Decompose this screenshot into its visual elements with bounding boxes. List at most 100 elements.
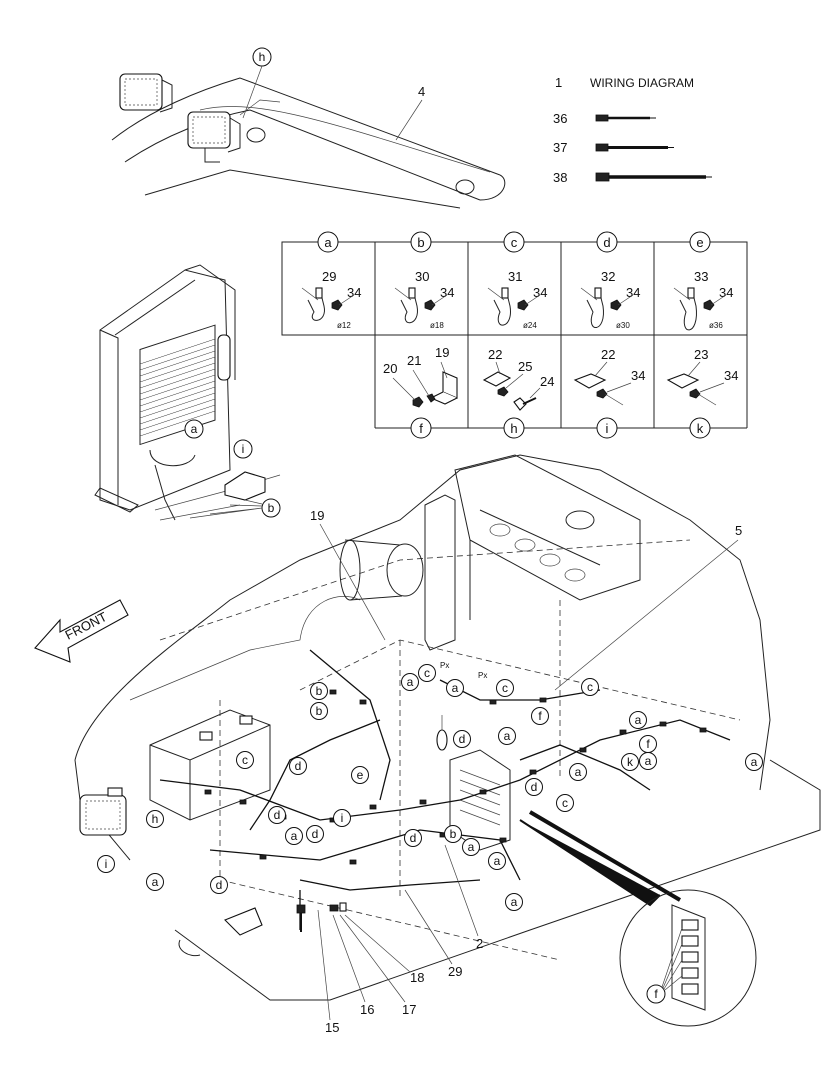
fuse-detail-view: f: [519, 810, 757, 1027]
callout-d1: d: [453, 730, 471, 748]
svg-text:b: b: [316, 704, 323, 718]
callout-b3: b: [444, 825, 462, 843]
washer-icon: [497, 386, 509, 397]
cell-letter: k: [697, 421, 704, 436]
nut-part-no: 34: [719, 285, 733, 300]
part-no: 23: [694, 347, 708, 362]
bracket-cell-f: f 20 21 19: [383, 345, 458, 439]
svg-text:a: a: [407, 675, 414, 689]
ground-bolt-icon: [296, 902, 347, 932]
label-px-2: Px: [478, 671, 487, 680]
cell-letter: f: [419, 421, 423, 436]
callout-c2: c: [496, 679, 514, 697]
nut-part-no: 34: [347, 285, 361, 300]
pressure-sensor-icon: [436, 715, 448, 751]
part-no: 34: [724, 368, 738, 383]
svg-text:e: e: [357, 768, 364, 782]
front-arrow: FRONT: [34, 599, 129, 663]
svg-text:a: a: [494, 854, 501, 868]
callout-c1: c: [418, 664, 436, 682]
clamp-part-no: 33: [694, 269, 708, 284]
callout-i2: i: [97, 855, 115, 873]
legend-no-37: 37: [553, 140, 567, 155]
tank-cylinder: [339, 539, 424, 601]
callout-16: 16: [360, 1002, 374, 1017]
svg-text:a: a: [635, 713, 642, 727]
clamp-size: ø24: [523, 321, 537, 330]
svg-text:c: c: [424, 666, 430, 680]
p-clamp-icon: [400, 289, 418, 324]
clamp-part-no: 31: [508, 269, 522, 284]
fuse-relay-stack: [671, 904, 706, 1011]
callout-4: 4: [418, 84, 425, 99]
callout-k1: k: [621, 753, 639, 771]
clamp-size: ø30: [616, 321, 630, 330]
p-clamp-icon: [586, 289, 604, 328]
plate-bracket-icon: [666, 373, 700, 389]
plate-bracket-icon: [573, 373, 607, 389]
svg-text:h: h: [152, 812, 159, 826]
svg-text:d: d: [295, 759, 302, 773]
nut-part-no: 34: [440, 285, 454, 300]
callout-2: 2: [476, 936, 483, 951]
cell-letter: c: [511, 235, 518, 250]
callout-17: 17: [402, 1002, 416, 1017]
nut-icon: [412, 396, 424, 408]
machine-body: [74, 454, 821, 1001]
part-no: 24: [540, 374, 554, 389]
p-clamp-icon: [493, 289, 511, 326]
relay-box-icon: [224, 471, 266, 501]
clamp-part-no: 29: [322, 269, 336, 284]
legend-no-1: 1: [555, 75, 562, 90]
callout-c4: c: [236, 751, 254, 769]
svg-text:f: f: [646, 737, 650, 751]
part-no: 20: [383, 361, 397, 376]
nut-part-no: 34: [626, 285, 640, 300]
part-no: 19: [435, 345, 449, 360]
svg-text:a: a: [575, 765, 582, 779]
cell-letter: e: [696, 235, 703, 250]
svg-text:a: a: [511, 895, 518, 909]
callouts-main: 19 5 Px Px 2 29 18 17 16 15: [296, 508, 742, 1035]
nut-icon: [596, 388, 608, 399]
svg-text:d: d: [274, 808, 281, 822]
svg-text:i: i: [105, 857, 108, 871]
svg-text:k: k: [627, 755, 634, 769]
legend-text-1: WIRING DIAGRAM: [590, 76, 694, 90]
svg-text:f: f: [538, 709, 542, 723]
callout-h1: h: [146, 810, 164, 828]
clamp-size: ø18: [430, 321, 444, 330]
nut-icon: [703, 299, 715, 311]
part-no: 22: [488, 347, 502, 362]
engine-block: [424, 454, 641, 651]
svg-text:b: b: [450, 827, 457, 841]
nut-icon: [517, 299, 529, 311]
callout-a-radiator: a: [191, 422, 198, 436]
nut-icon: [424, 299, 436, 311]
callout-d3: d: [268, 806, 286, 824]
legend: 1 WIRING DIAGRAM 36 37 38: [553, 75, 712, 185]
cable-tie-37-icon: [595, 143, 674, 152]
svg-text:i: i: [341, 811, 344, 825]
plate-bracket-icon: [482, 371, 512, 387]
callout-19: 19: [310, 508, 324, 523]
callout-a12: a: [498, 727, 516, 745]
callout-d5: d: [404, 829, 422, 847]
bracket-cell-k: k 23 34: [666, 347, 738, 439]
callout-a11: a: [505, 893, 523, 911]
svg-text:a: a: [751, 755, 758, 769]
part-no: 21: [407, 353, 421, 368]
callout-29: 29: [448, 964, 462, 979]
callout-a6: a: [569, 763, 587, 781]
cable-tie-36-icon: [595, 114, 656, 122]
callout-c3: c: [581, 678, 599, 696]
callout-5: 5: [735, 523, 742, 538]
callout-f2: f: [639, 735, 657, 753]
callout-a5: a: [639, 752, 657, 770]
cell-letter: a: [324, 235, 332, 250]
svg-text:a: a: [504, 729, 511, 743]
clamp-parts-table: a2934ø12b3034ø18c3134ø24d3234ø30e3334ø36…: [281, 231, 748, 439]
